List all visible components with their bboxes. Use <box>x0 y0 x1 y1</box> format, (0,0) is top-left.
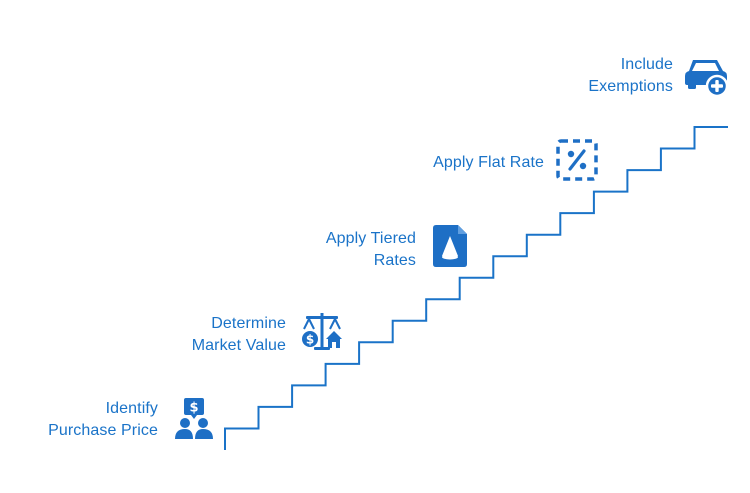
scale-icon: $ <box>300 309 344 353</box>
staircase-path <box>224 126 728 450</box>
step-2-line-1: Determine <box>211 315 286 332</box>
step-2-label: Determine Market Value <box>192 313 286 357</box>
step-4-label: Apply Flat Rate <box>433 152 544 174</box>
step-1-line-2: Purchase Price <box>48 422 158 439</box>
money-people-icon: $ <box>172 396 216 440</box>
step-1-label: Identify Purchase Price <box>48 398 158 442</box>
step-2-line-2: Market Value <box>191 337 286 354</box>
svg-text:$: $ <box>189 401 198 416</box>
percent-icon <box>555 138 599 182</box>
step-3-line-1: Apply Tiered <box>325 230 416 247</box>
document-chart-icon <box>428 224 472 268</box>
car-plus-icon <box>684 52 728 96</box>
step-1-line-1: Identify <box>105 400 158 417</box>
step-5-line-1: Include <box>620 56 673 73</box>
step-3-line-2: Rates <box>373 252 416 269</box>
step-5-line-2: Exemptions <box>588 78 673 95</box>
step-5-label: Include Exemptions <box>588 54 673 98</box>
svg-text:$: $ <box>306 333 314 347</box>
step-3-label: Apply Tiered Rates <box>326 228 416 272</box>
step-4-line-1: Apply Flat Rate <box>433 154 544 171</box>
